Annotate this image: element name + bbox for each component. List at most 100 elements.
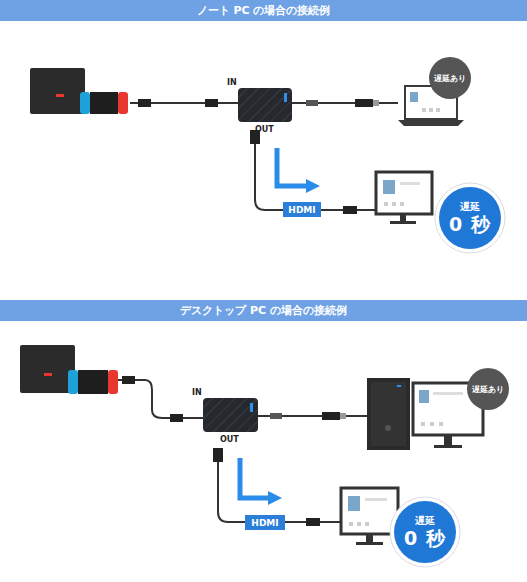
usb-plug <box>355 99 373 107</box>
section-header: ノート PC の場合の接続例 <box>0 0 527 21</box>
switch-console <box>30 68 128 114</box>
hdmi-plug <box>213 448 223 462</box>
screen-icon <box>430 422 434 426</box>
zero-delay-badge: 遅延0 秒 <box>435 183 505 253</box>
screen-icon <box>365 522 369 526</box>
port-label: IN <box>227 78 237 87</box>
arrow-head <box>268 491 282 505</box>
dock-logo <box>56 94 64 97</box>
screen-bar <box>433 392 463 395</box>
badge-circle <box>439 187 501 249</box>
usb-plug <box>306 100 318 106</box>
monitor-base <box>434 445 462 448</box>
screen-icon <box>349 522 353 526</box>
arrow-head <box>306 179 320 193</box>
tv-stand <box>400 214 406 221</box>
usb-plug <box>322 412 340 420</box>
badge-text: 遅延 <box>415 515 435 527</box>
hdmi-tag: HDMI <box>245 515 285 530</box>
screen-art <box>383 180 395 194</box>
delay-badge: 遅延あり <box>467 368 509 410</box>
badge-text: 遅延あり <box>472 384 504 395</box>
monitor-stand <box>444 435 452 445</box>
badge-ring <box>435 183 505 253</box>
hdmi-plug <box>122 376 135 384</box>
zero-delay-badge: 遅延0 秒 <box>390 497 460 567</box>
hdmi-plug <box>170 414 183 422</box>
screen-art <box>410 92 418 102</box>
badge-ring <box>390 497 460 567</box>
signal-arrow <box>240 458 270 498</box>
tower-case <box>367 378 410 450</box>
delay-badge: 遅延あり <box>429 57 471 99</box>
header-text: ノート PC の場合の接続例 <box>197 3 331 18</box>
screen-icon <box>392 202 396 206</box>
signal-arrow <box>277 148 308 186</box>
header-text: デスクトップ PC の場合の接続例 <box>180 303 347 318</box>
joycon-red <box>118 92 128 114</box>
console-screen <box>90 92 118 114</box>
badge-text: 遅延あり <box>434 73 466 84</box>
hdmi-plug <box>306 518 320 526</box>
console-screen <box>78 370 108 394</box>
switch-dock <box>30 68 85 114</box>
section-header: デスクトップ PC の場合の接続例 <box>0 300 527 321</box>
joycon-blue <box>68 370 78 394</box>
tag-text: HDMI <box>288 205 315 215</box>
tv <box>341 488 398 545</box>
screen-icon <box>357 522 361 526</box>
usb-tip <box>340 413 346 419</box>
screen-icon <box>421 422 425 426</box>
port-label: OUT <box>220 435 239 444</box>
hdmi-cable <box>255 144 343 210</box>
switch-dock <box>20 345 75 393</box>
badge-text: 0 秒 <box>404 527 446 549</box>
screen-bar <box>365 498 387 501</box>
tv-stand <box>366 534 373 542</box>
hdmi-cable <box>218 462 306 522</box>
hdmi-cable <box>320 521 340 523</box>
laptop-base <box>398 120 464 126</box>
screen-icon <box>422 108 426 112</box>
screen-bar <box>400 182 420 185</box>
joycon-red <box>108 370 118 394</box>
tag-text: HDMI <box>251 518 278 528</box>
tv-screen <box>341 488 398 534</box>
screen-icon <box>439 422 443 426</box>
capture-box: INOUT <box>238 88 292 122</box>
badge-circle <box>394 501 456 563</box>
badge-circle <box>429 57 471 99</box>
screen-icon <box>384 202 388 206</box>
screen-icon <box>436 108 440 112</box>
hdmi-cable <box>118 380 203 418</box>
screen-icon <box>400 202 404 206</box>
hdmi-cable <box>357 209 375 211</box>
screen-art <box>348 496 360 511</box>
usb-plug <box>270 413 282 419</box>
switch-console <box>20 345 118 394</box>
tv-base <box>356 542 383 545</box>
hdmi-plug <box>138 99 151 107</box>
port-label: IN <box>192 388 202 397</box>
desktop-tower <box>367 378 410 450</box>
badge-text: 遅延 <box>460 201 480 213</box>
port-label: OUT <box>255 125 274 134</box>
capture-box: INOUT <box>203 398 258 432</box>
tower-face <box>371 382 406 446</box>
power-light <box>397 385 401 387</box>
tv <box>376 172 432 224</box>
badge-circle <box>467 368 509 410</box>
screen-icon <box>429 108 433 112</box>
screen-art <box>419 390 429 403</box>
badge-text: 0 秒 <box>449 213 491 235</box>
hdmi-plug <box>343 206 357 214</box>
power-button <box>385 425 391 431</box>
usb-tip <box>373 100 379 106</box>
hdmi-tag: HDMI <box>283 202 321 217</box>
dock-logo <box>44 373 52 376</box>
tv-screen <box>376 172 432 214</box>
joycon-blue <box>80 92 90 114</box>
hdmi-plug <box>205 99 218 107</box>
tv-base <box>390 221 416 224</box>
